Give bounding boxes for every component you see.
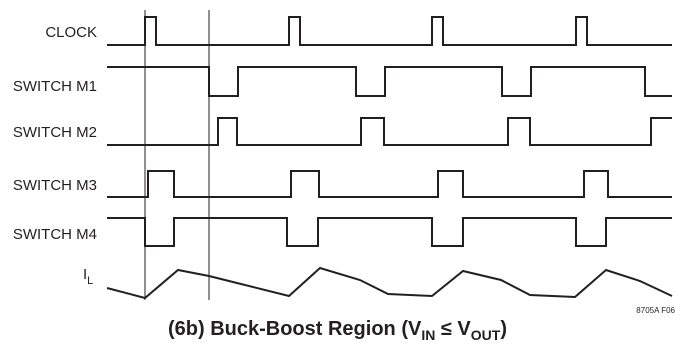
caption-sub-in: IN [421,327,436,343]
waveform-switch-m1 [107,66,672,97]
waveform-inductor-current [106,266,673,300]
signal-label-inductor-current: IL [83,266,93,287]
figure-id: 8705A F06 [636,306,675,315]
inductor-current-main: I [83,266,87,283]
signal-label-switch-m4: SWITCH M4 [13,226,97,243]
figure-caption: (6b) Buck-Boost Region (VIN ≤ VOUT) [0,318,675,343]
signal-label-switch-m3: SWITCH M3 [13,177,97,194]
inductor-current-sub: L [87,275,93,287]
signal-label-switch-m1: SWITCH M1 [13,78,97,95]
signal-label-switch-m2: SWITCH M2 [13,124,97,141]
caption-mid: ≤ V [435,318,471,340]
caption-suffix: ) [500,318,507,340]
waveform-switch-m2 [107,117,672,146]
waveform-clock [107,16,672,46]
waveform-switch-m4 [107,217,672,247]
signal-label-clock: CLOCK [45,24,97,41]
waveform-switch-m3 [107,170,672,198]
caption-sub-out: OUT [470,327,501,343]
caption-prefix: (6b) Buck-Boost Region (V [167,318,422,340]
